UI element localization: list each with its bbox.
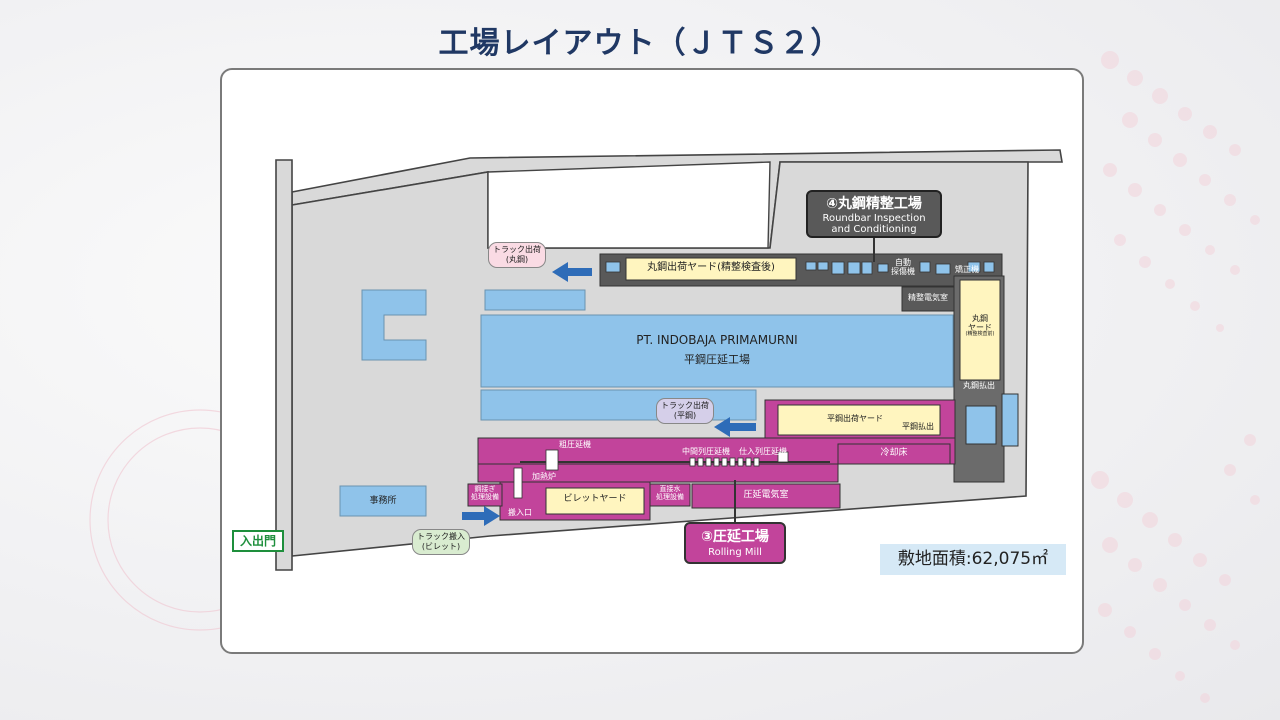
roundbar-yard-side-box: [959, 279, 1001, 381]
roundbar-yard-side-line1: 丸鋼: [972, 314, 988, 323]
main-road: [275, 159, 293, 571]
welding-treatment-label: 鋼接ぎ 処理設備: [466, 485, 504, 501]
truck-billet-bubble: トラック搬入 (ビレット): [412, 529, 470, 555]
truck-roundbar-line1: トラック出荷: [493, 245, 541, 254]
north-lot: [487, 161, 771, 249]
flat-bar-mill-building: [480, 314, 954, 388]
truck-roundbar-bubble: トラック出荷 (丸鋼): [488, 242, 546, 268]
billet-entry-label: 搬入口: [508, 508, 532, 517]
auto-flaw-detector-label: 自動 探傷機: [888, 258, 918, 276]
office-label: 事務所: [369, 496, 397, 506]
flatbar-out-arrow: [714, 417, 756, 437]
auto-flaw-detector-line1: 自動: [895, 258, 911, 267]
billet-in-arrow: [462, 506, 500, 526]
flat-bar-mill-strip: [484, 289, 586, 311]
truck-billet-line1: トラック搬入: [417, 532, 465, 541]
truck-arrows: [462, 262, 756, 526]
truck-roundbar-line2: (丸鋼): [505, 255, 529, 264]
roundbar-yard-side-line2: ヤード: [968, 323, 992, 333]
welding-treatment-line2: 処理設備: [471, 493, 499, 502]
welding-treatment-box: [467, 483, 503, 507]
main-building-subtitle: 平鋼圧延工場: [684, 353, 750, 366]
rolling-mill-en: Rolling Mill: [708, 547, 762, 558]
rolling-mill-title: ③圧延工場: [701, 529, 769, 545]
truck-flatbar-bubble: トラック出荷 (平鋼): [656, 398, 714, 424]
inspection-equipment: [605, 261, 995, 275]
storage-building: [361, 289, 427, 361]
billet-yard-label: ビレットヤード: [563, 494, 627, 504]
intermediate-mill-label: 中間列圧延機: [682, 447, 730, 456]
roundbar-dispatch-unit-2: [965, 405, 997, 445]
rolling-electric-room-box: [691, 483, 841, 509]
roundbar-yard-side-label: 丸鋼 ヤード (精整検査前): [960, 314, 1000, 338]
water-treatment-line2: 処理設備: [656, 493, 684, 502]
roundbar-dispatch-label: 丸鋼払出: [963, 381, 995, 390]
slide-title: 工場レイアウト（ＪＴＳ２）: [438, 26, 842, 61]
straightener-label: 矯正機: [955, 265, 979, 274]
welding-treatment-line1: 鋼接ぎ: [474, 485, 496, 493]
water-treatment-box: [649, 483, 691, 507]
rough-mill-label: 粗圧延機: [559, 440, 591, 449]
flat-bar-yard-label: 平鋼出荷ヤード: [827, 414, 883, 423]
site-area-label: 敷地面積:62,075㎡: [880, 544, 1066, 575]
cooling-bed-label: 冷却床: [880, 448, 908, 458]
finishing-electric-room-label: 精整電気室: [908, 293, 948, 302]
main-building-name: PT. INDOBAJA PRIMAMURNI: [636, 333, 798, 347]
roundbar-yard-label: 丸鋼出荷ヤード(精整検査後): [647, 262, 775, 273]
truck-flatbar-line2: (平鋼): [673, 411, 697, 420]
cooling-bed-box: [837, 443, 951, 465]
roundbar-inspection-en-1: Roundbar Inspection: [822, 213, 926, 224]
roundbar-inspection-en-2: and Conditioning: [831, 224, 917, 235]
roundbar-yard-box: [625, 257, 797, 281]
roundbar-yard-side-line3: (精整検査前): [965, 331, 995, 338]
truck-flatbar-line1: トラック出荷: [661, 401, 709, 410]
billet-yard-box: [545, 487, 645, 515]
flat-bar-dispatch-label: 平鋼払出: [902, 422, 934, 431]
rolling-mill-lower: [477, 463, 839, 483]
flat-bar-mill-annex: [480, 389, 757, 421]
rolling-mill-callout: ③圧延工場 Rolling Mill: [684, 522, 786, 564]
finishing-electric-room: [901, 286, 955, 312]
roundbar-inspection-title: ④丸鋼精整工場: [826, 196, 922, 212]
water-treatment-label: 直接水 処理設備: [648, 485, 692, 501]
auto-flaw-detector-line2: 探傷機: [891, 267, 915, 277]
roundbar-inspection-callout: ④丸鋼精整工場 Roundbar Inspection and Conditio…: [806, 190, 942, 238]
water-treatment-line1: 直接水: [659, 485, 681, 493]
entrance-gate-label: 入出門: [232, 530, 284, 552]
mill-stands: [513, 449, 789, 499]
rolling-electric-room-label: 圧延電気室: [743, 490, 789, 500]
reheating-furnace-label: 加熱炉: [532, 472, 556, 481]
roundbar-dispatch-unit: [1001, 393, 1019, 447]
roundbar-out-arrow: [552, 262, 592, 282]
flat-bar-yard-box: [777, 404, 941, 436]
office-building: [339, 485, 427, 517]
truck-billet-line2: (ビレット): [421, 542, 461, 551]
finishing-mill-label: 仕入列圧延機: [739, 447, 787, 456]
